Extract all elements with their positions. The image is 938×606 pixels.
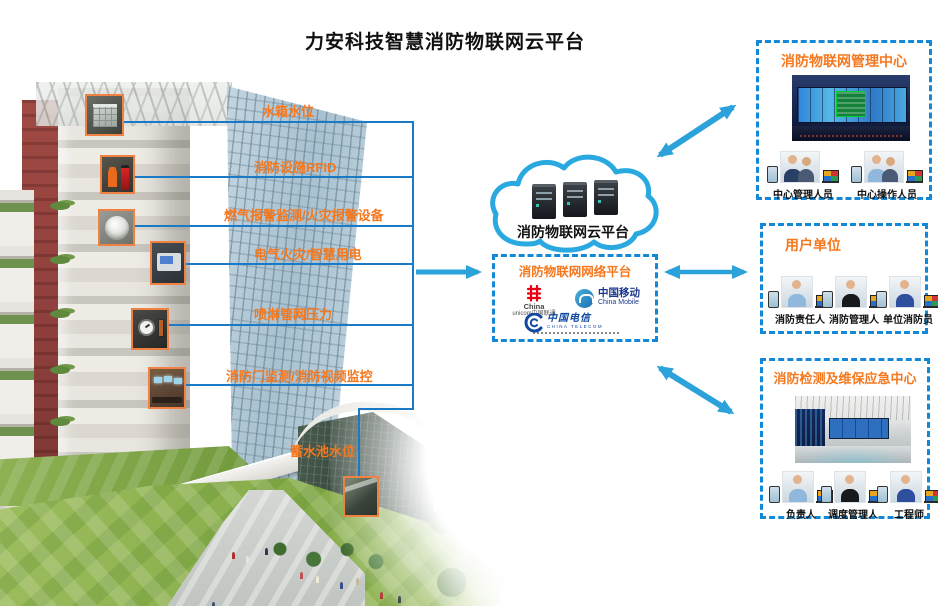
phone-icon — [822, 291, 833, 308]
unicom-knot-icon — [526, 284, 542, 302]
role-dispatch-manager: 调度管理人 — [821, 467, 885, 521]
staff-photo — [780, 151, 820, 183]
phone-icon — [877, 486, 888, 503]
building-balconies — [0, 190, 34, 502]
staff-photo — [864, 151, 904, 183]
staff-photo — [889, 276, 921, 308]
connector-line-electric — [186, 263, 412, 265]
phone-icon — [851, 166, 862, 183]
sensor-label-water-tank: 水箱水位 — [262, 104, 315, 119]
connector-line-reservoir-h — [358, 408, 414, 410]
hydrant-extinguisher-icon — [100, 155, 135, 194]
user-unit-title: 用户单位 — [785, 237, 841, 253]
sensor-label-firedoor: 消防门监测/消防视频监控 — [226, 369, 373, 384]
laptop-icon — [822, 170, 839, 183]
staff-photo — [781, 276, 813, 308]
video-monitor-icon — [148, 367, 186, 409]
phone-icon — [768, 291, 779, 308]
unicom-text: China — [523, 302, 545, 311]
mobile-subtext: China Mobile — [598, 299, 639, 306]
staff-photo — [834, 471, 866, 503]
photo-white-fade — [432, 350, 552, 606]
role-label: 中心管理人员 — [773, 190, 833, 201]
arrow-cloud-to-management — [656, 104, 737, 158]
staff-photo — [782, 471, 814, 503]
connector-line-rfid — [135, 176, 412, 178]
role-unit-firefighter: 单位消防员 — [876, 272, 938, 326]
staff-photo — [890, 471, 922, 503]
smoke-detector-icon — [98, 209, 135, 246]
mobile-globe-icon — [575, 289, 594, 308]
laptop-icon — [924, 490, 938, 503]
user-unit-box: 用户单位 消防责任人 消防管理人 单位消防员 — [760, 223, 938, 334]
plant-decor — [50, 418, 70, 426]
role-label: 调度管理人 — [828, 510, 878, 521]
arrow-network-to-maintenance — [656, 365, 735, 415]
telecom-slogan-dots — [533, 332, 619, 334]
role-center-manager: 中心管理人员 — [767, 147, 839, 201]
water-tank-icon — [85, 94, 124, 136]
connector-line-gas-alarm — [135, 225, 412, 227]
building-tower-cutaway — [58, 88, 190, 506]
role-label: 中心操作人员 — [857, 190, 917, 201]
pressure-gauge-icon — [131, 308, 169, 350]
connector-line-reservoir-v — [358, 408, 360, 478]
plant-decor — [50, 310, 70, 318]
sensor-label-reservoir: 蓄水池水位 — [290, 444, 356, 459]
maintenance-center-box: 消防检测及维保应急中心 负责人 调度管理人 — [760, 358, 938, 521]
role-label: 消防管理人 — [829, 315, 879, 326]
china-telecom-logo: 中国电信 CHINA TELECOM — [523, 313, 633, 334]
plant-decor — [50, 256, 70, 264]
sensor-label-sprinkler: 喷淋管网压力 — [254, 307, 333, 322]
maintenance-center-title: 消防检测及维保应急中心 — [773, 371, 917, 386]
telecom-text: 中国电信 — [547, 313, 591, 324]
connector-spine — [412, 121, 414, 410]
role-center-operator: 中心操作人员 — [851, 147, 923, 201]
management-center-title: 消防物联网管理中心 — [781, 53, 907, 69]
laptop-icon — [923, 295, 938, 308]
role-label: 负责人 — [786, 510, 816, 521]
connector-line-sprinkler — [169, 324, 412, 326]
cloud-platform-label: 消防物联网云平台 — [517, 224, 629, 240]
connector-line-water-tank — [124, 121, 412, 123]
laptop-icon — [906, 170, 923, 183]
sensor-label-rfid: 消防设施RFID — [254, 160, 337, 175]
telecom-subtext: CHINA TELECOM — [547, 324, 604, 329]
server-icon — [532, 184, 556, 219]
control-room-photo — [792, 75, 910, 141]
phone-icon — [767, 166, 778, 183]
plant-decor — [50, 202, 70, 210]
sensor-label-electric: 电气火灾/智慧用电 — [254, 247, 362, 262]
network-platform-title: 消防物联网网络平台 — [518, 265, 632, 279]
connector-line-firedoor — [186, 384, 412, 386]
electric-panel-icon — [150, 241, 186, 285]
mobile-text: 中国移动 — [598, 287, 640, 299]
staff-photo — [835, 276, 867, 308]
building-roof-truss — [36, 82, 232, 126]
server-icon — [563, 182, 587, 217]
page-title: 力安科技智慧消防物联网云平台 — [304, 32, 585, 53]
role-label: 单位消防员 — [883, 315, 933, 326]
building-photo — [0, 60, 620, 606]
phone-icon — [876, 291, 887, 308]
network-platform-box: 消防物联网网络平台 China unicom中国联通 中国移动 China Mo… — [492, 254, 658, 342]
cloud-platform: 消防物联网云平台 — [484, 146, 662, 256]
sensor-label-gas-alarm: 燃气报警监测/火灾报警设备 — [224, 208, 384, 223]
dispatch-room-photo — [795, 396, 911, 463]
phone-icon — [769, 486, 780, 503]
server-icon — [594, 180, 618, 215]
management-center-box: 消防物联网管理中心 中心管理人员 中心操作人员 — [756, 40, 932, 201]
role-label: 工程师 — [894, 510, 924, 521]
reservoir-icon — [343, 476, 379, 517]
role-label: 消防责任人 — [775, 315, 825, 326]
china-mobile-logo: 中国移动 China Mobile — [575, 287, 655, 308]
plant-decor — [50, 366, 70, 374]
telecom-c-icon — [524, 313, 543, 333]
phone-icon — [821, 486, 832, 503]
role-engineer: 工程师 — [877, 467, 938, 521]
